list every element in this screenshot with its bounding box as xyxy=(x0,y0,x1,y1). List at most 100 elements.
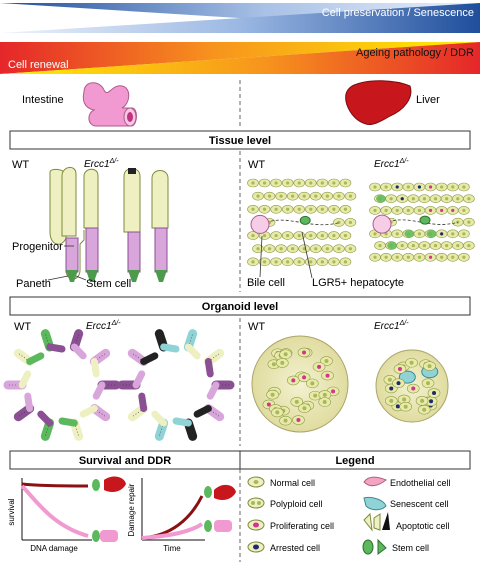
organoid-villus-segment xyxy=(172,417,192,427)
tissue-title-box xyxy=(9,130,471,150)
hepatocyte-nucleus xyxy=(395,232,399,236)
organoid-wt-right: WT xyxy=(248,321,265,333)
hepatocyte-nucleus xyxy=(332,233,336,238)
organoid-nucleus xyxy=(427,364,432,369)
hepatocyte-nucleus xyxy=(451,208,455,213)
hepatocyte-nucleus xyxy=(337,194,341,198)
organoid-nucleus xyxy=(280,360,285,365)
survival-intestine-icon xyxy=(100,530,118,542)
hepatocyte-nucleus xyxy=(325,247,329,251)
hepatocyte-nucleus xyxy=(411,197,415,201)
hepatocyte-nucleus xyxy=(291,247,295,251)
organoid-nucleus xyxy=(429,399,434,404)
hepatocyte-nucleus xyxy=(440,255,444,259)
crypt-villus-mutant xyxy=(123,168,169,282)
hepatocyte-nucleus xyxy=(433,243,438,248)
organoid-nucleus xyxy=(310,381,315,386)
hepatocyte-nucleus xyxy=(411,243,415,248)
hepatocyte-nucleus xyxy=(302,194,306,198)
hepatocyte-nucleus xyxy=(274,207,278,211)
survival-curve-intestine xyxy=(20,484,89,538)
organoid-nucleus xyxy=(389,386,394,391)
hepatocyte-nucleus xyxy=(417,255,422,259)
hepatocyte-nucleus xyxy=(309,233,313,238)
hepatocyte-nucleus xyxy=(384,185,388,189)
organoid-villus-segment xyxy=(92,381,106,400)
pointer-stem-cell xyxy=(75,275,87,281)
ddr-intestine-icon xyxy=(214,520,232,532)
gradient-cell-preservation xyxy=(0,3,480,33)
hepatocyte-nucleus xyxy=(297,207,301,211)
liver-tissue-wt xyxy=(247,178,357,267)
hepatocyte-nucleus xyxy=(428,208,433,213)
bile-duct xyxy=(372,214,392,234)
organoid-villus-segment xyxy=(206,381,220,400)
hepatocyte-nucleus xyxy=(343,260,348,264)
tissue-section: Tissue level WT Ercc1Δ/- WT Ercc1Δ/- Pro… xyxy=(9,130,475,292)
legend-label-normal-cell: Normal cell xyxy=(270,478,315,488)
hepatocyte-nucleus xyxy=(373,208,377,213)
legend-label-stem-cell: Stem cell xyxy=(392,543,429,553)
ddr-x-label: Time xyxy=(163,544,181,553)
crypt-bud-stripes xyxy=(208,408,220,417)
tissue-title: Tissue level xyxy=(209,135,271,147)
legend-title-box xyxy=(239,450,471,470)
organoid-nucleus xyxy=(403,404,408,409)
hepatocyte-nucleus xyxy=(291,194,295,198)
organoid-villus-segment xyxy=(193,405,212,418)
organoid-villus-segment xyxy=(160,343,180,353)
crypt-bud-stripes xyxy=(188,422,193,437)
stem-cell xyxy=(426,230,437,238)
organoid-nucleus xyxy=(283,418,288,423)
organoid-nucleus xyxy=(411,386,416,391)
hepatocyte-nucleus xyxy=(262,260,267,264)
organoid-villus-segment xyxy=(138,392,148,413)
hepatocyte-nucleus xyxy=(320,207,324,211)
stem-cell xyxy=(376,194,386,203)
organoid-nucleus xyxy=(409,360,414,365)
hepatocyte-nucleus xyxy=(384,232,388,236)
pointer-lgr5-hepatocyte xyxy=(301,231,313,279)
legend-section: Legend Normal cell Endothelial cell Poly… xyxy=(239,450,471,562)
hepatocyte-nucleus xyxy=(440,185,444,189)
organoid-villus-segment xyxy=(132,370,146,389)
ddr-plot: Damage repair Time xyxy=(127,478,236,553)
hepatocyte-nucleus xyxy=(348,194,353,198)
hepatocyte-nucleus xyxy=(406,185,410,189)
hepatocyte-nucleus xyxy=(467,243,471,248)
pointer-paneth xyxy=(47,275,69,281)
bile-duct xyxy=(250,214,270,234)
hepatocyte-nucleus xyxy=(320,260,324,264)
organoid-villus-segment xyxy=(37,410,54,427)
hepatocyte-nucleus xyxy=(309,207,313,211)
stem-cell xyxy=(404,230,415,238)
organoid-nucleus xyxy=(302,375,307,380)
hepatocyte-nucleus xyxy=(337,247,341,251)
hepatocyte-nucleus xyxy=(384,208,388,213)
hepatocyte-nucleus xyxy=(417,185,422,189)
hepatocyte-nucleus xyxy=(417,232,422,236)
tissue-wt-left: WT xyxy=(12,159,29,171)
organoid-nucleus xyxy=(325,373,330,378)
organoid-nucleus xyxy=(426,381,431,386)
organoid-mutant-left: Ercc1Δ/- xyxy=(86,320,121,332)
organoid-nucleus xyxy=(422,407,427,412)
hepatocyte-nucleus xyxy=(348,220,353,225)
organ-label-intestine: Intestine xyxy=(22,94,64,106)
ddr-stem-icon-top xyxy=(204,486,212,498)
organoid-nucleus xyxy=(331,389,336,394)
organoid-nucleus xyxy=(266,402,271,407)
liver-organoid-mutant xyxy=(375,349,449,423)
survival-stem-icon-bottom xyxy=(92,530,100,542)
legend-label-polyploid-cell: Polyploid cell xyxy=(270,499,323,509)
hepatocyte-nucleus xyxy=(373,185,377,189)
survival-title: Survival and DDR xyxy=(79,455,171,467)
lgr5-hepatocyte xyxy=(299,215,311,225)
liver-organoid-wt xyxy=(251,335,349,433)
intestinal-organoid-mutant xyxy=(117,329,235,441)
organoid-nucleus xyxy=(302,350,307,355)
hepatocyte-nucleus xyxy=(267,194,272,198)
hepatocyte-nucleus xyxy=(406,208,410,213)
legend-senescent-cell: Senescent cell xyxy=(363,497,449,511)
hepatocyte-nucleus xyxy=(422,197,427,201)
